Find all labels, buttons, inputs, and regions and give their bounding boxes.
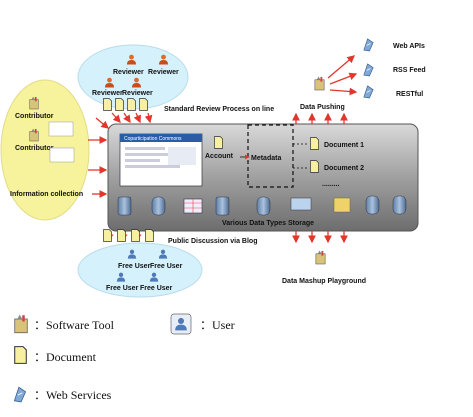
information-collection-label: Information collection bbox=[10, 191, 83, 198]
software-tool-icon bbox=[315, 250, 326, 265]
database-icon bbox=[256, 196, 271, 216]
reviewer-label-2: Reviewer bbox=[148, 69, 179, 76]
free-user-label-1: Free User bbox=[118, 263, 151, 270]
storage-label: Various Data Types Storage bbox=[222, 220, 314, 227]
software-tool-icon bbox=[314, 76, 325, 91]
contributor-label-2: Contributor bbox=[15, 145, 54, 152]
document-icon bbox=[127, 98, 136, 111]
push-arrows bbox=[292, 55, 358, 124]
database-icon bbox=[151, 196, 166, 216]
legend-web-services: ：Web Services bbox=[34, 388, 112, 402]
data-pushing-label: Data Pushing bbox=[300, 104, 345, 111]
reviewer-label-3: Reviewer bbox=[92, 90, 123, 97]
review-process-label: Standard Review Process on line bbox=[164, 106, 274, 113]
document-icon bbox=[310, 137, 319, 150]
legend-user: ：User bbox=[200, 318, 235, 332]
document-icon bbox=[145, 229, 154, 242]
reviewer-label-1: Reviewer bbox=[113, 69, 144, 76]
web-services-icon bbox=[363, 38, 374, 52]
mashup-label: Data Mashup Playground bbox=[282, 278, 366, 285]
database-icon bbox=[365, 195, 380, 215]
database-icon bbox=[215, 196, 230, 216]
account-label: Account bbox=[205, 153, 234, 160]
screenshot-thumb bbox=[49, 147, 75, 163]
contributor-bubble bbox=[0, 79, 90, 221]
ellipsis-label: ......... bbox=[322, 181, 340, 188]
legend-software-tool-icon bbox=[14, 314, 28, 334]
mashup-arrows bbox=[292, 231, 348, 244]
web-apis-label: Web APIs bbox=[393, 43, 425, 50]
legend-document-icon bbox=[14, 346, 27, 364]
web-services-icon bbox=[363, 85, 374, 99]
document-icon bbox=[103, 98, 112, 111]
document-icon bbox=[131, 229, 140, 242]
free-user-label-4: Free User bbox=[140, 285, 173, 292]
rss-feed-label: RSS Feed bbox=[393, 67, 426, 74]
storage-icons bbox=[117, 195, 407, 216]
document-icon bbox=[310, 160, 319, 173]
database-icon bbox=[392, 195, 407, 215]
screenshot-thumb bbox=[48, 121, 74, 137]
document-icon bbox=[117, 229, 126, 242]
contributor-label-1: Contributor bbox=[15, 113, 54, 120]
document-icon bbox=[139, 98, 148, 111]
web-services-icon bbox=[363, 63, 374, 77]
legend-web-services-icon bbox=[13, 386, 27, 403]
legend-software-tool: ：Software Tool bbox=[34, 318, 115, 332]
free-user-label-2: Free User bbox=[150, 263, 183, 270]
folder-icon bbox=[333, 197, 351, 213]
free-user-bubble bbox=[77, 242, 203, 298]
public-discussion-label: Public Discussion via Blog bbox=[168, 238, 257, 245]
reviewer-label-4: Reviewer bbox=[122, 90, 153, 97]
document-1-label: Document 1 bbox=[324, 142, 364, 149]
metadata-label: Metadata bbox=[251, 155, 281, 162]
legend-document: ：Document bbox=[34, 350, 97, 364]
free-user-label-3: Free User bbox=[106, 285, 139, 292]
document-2-label: Document 2 bbox=[324, 165, 364, 172]
panel-header: Coparticipation Commons bbox=[124, 136, 182, 142]
document-icon bbox=[115, 98, 124, 111]
storage-device-icon bbox=[290, 197, 312, 211]
database-icon bbox=[117, 196, 132, 216]
document-icon bbox=[103, 229, 112, 242]
account-icon bbox=[214, 136, 223, 149]
input-arrows bbox=[88, 112, 153, 198]
restful-label: RESTful bbox=[396, 91, 423, 98]
